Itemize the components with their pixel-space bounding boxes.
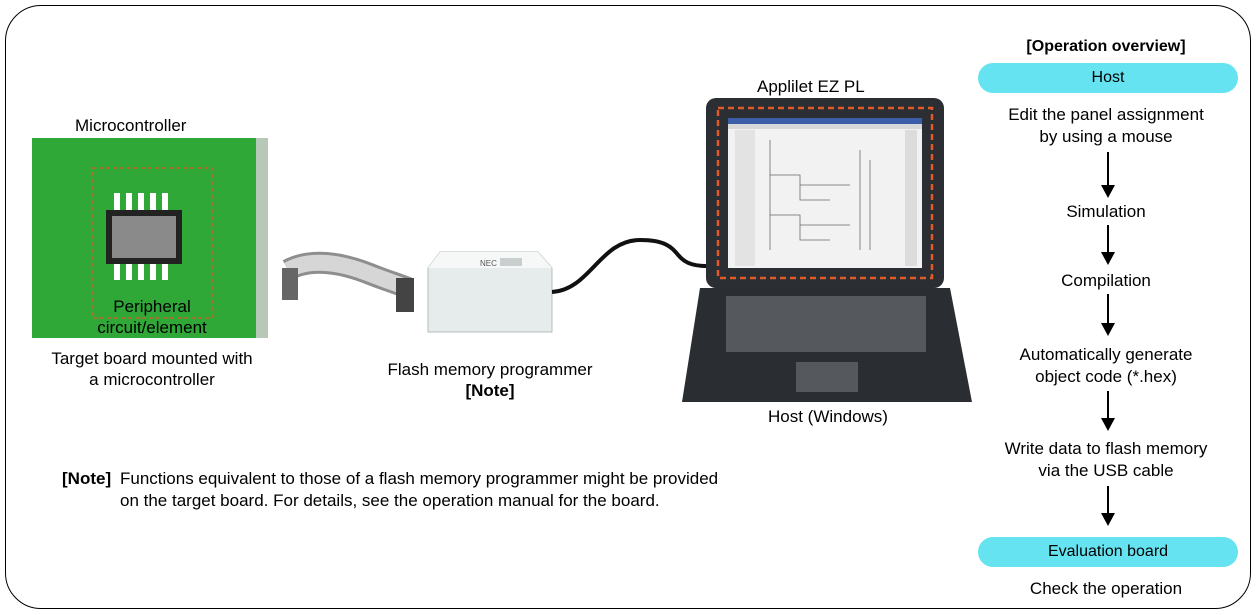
programmer-logo: NEC: [480, 259, 497, 268]
overview-title: [Operation overview]: [1026, 38, 1186, 55]
label-programmer: Flash memory programmer: [387, 360, 593, 379]
flow-arrow: [1101, 294, 1115, 336]
label-programmer-note: [Note]: [465, 381, 515, 400]
diagram-frame: [5, 5, 1251, 609]
laptop: [682, 98, 972, 402]
step-write-line2: via the USB cable: [1038, 461, 1174, 480]
note-line2: on the target board. For details, see th…: [120, 491, 660, 510]
label-microcontroller: Microcontroller: [75, 116, 187, 135]
step-check: Check the operation: [1029, 579, 1183, 598]
target-board: [32, 138, 268, 338]
chip-pins-bottom: [114, 262, 168, 280]
evaluation-board-pill: Evaluation board: [978, 537, 1238, 567]
flow-arrow: [1101, 486, 1115, 526]
chip-pins-top: [114, 193, 168, 211]
microcontroller-chip: [112, 216, 176, 258]
note-tag: [Note]: [62, 469, 112, 488]
usb-cable: [551, 237, 713, 294]
ribbon-cable: [282, 251, 414, 312]
step-compilation: Compilation: [1061, 271, 1151, 290]
note-line1: Functions equivalent to those of a flash…: [120, 469, 719, 488]
label-peripheral-line1: Peripheral: [113, 297, 191, 316]
step-generate-line1: Automatically generate: [1019, 345, 1193, 364]
label-host: Host (Windows): [768, 407, 888, 426]
label-target-line1: Target board mounted with: [51, 349, 253, 368]
flow-arrow: [1101, 391, 1115, 431]
host-pill: Host: [978, 63, 1238, 93]
step-generate-line2: object code (*.hex): [1035, 367, 1177, 386]
step-simulation: Simulation: [1066, 202, 1146, 221]
flow-arrow: [1101, 152, 1115, 198]
flash-programmer: [427, 251, 553, 333]
flow-arrow: [1101, 225, 1115, 265]
step-edit-line1: Edit the panel assignment: [1008, 105, 1204, 124]
step-write-line1: Write data to flash memory: [1004, 439, 1208, 458]
step-edit-line2: by using a mouse: [1039, 127, 1173, 146]
label-peripheral-line2: circuit/element: [97, 318, 207, 337]
label-target-line2: a microcontroller: [89, 370, 215, 389]
label-applilet: Applilet EZ PL: [757, 77, 865, 96]
